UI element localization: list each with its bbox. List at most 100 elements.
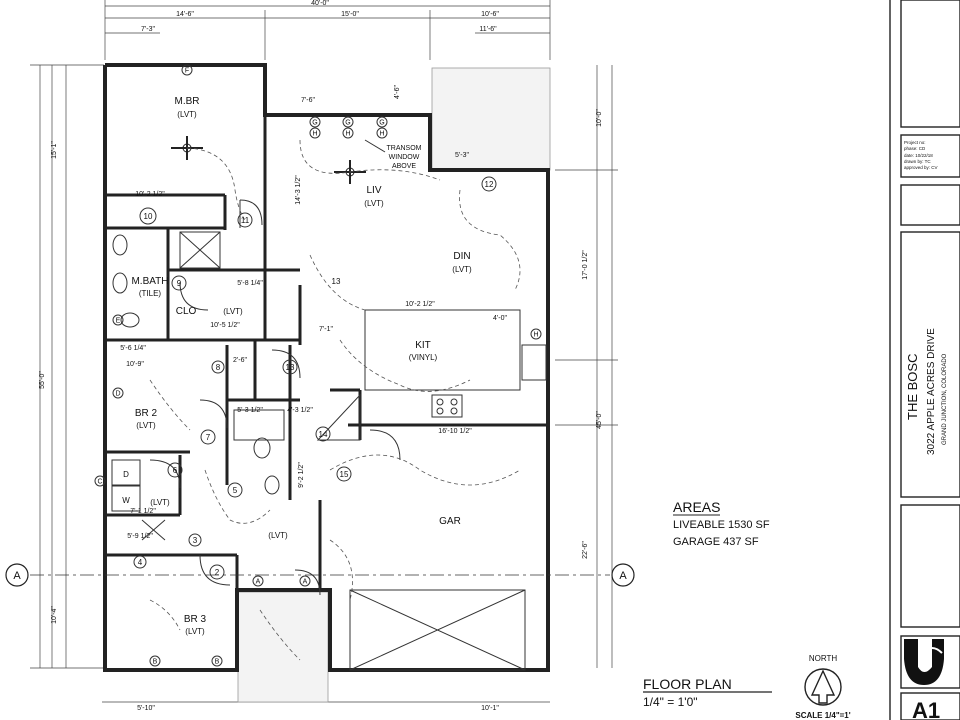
room-finish: (LVT) [223, 307, 243, 316]
svg-text:5'-3 1/2": 5'-3 1/2" [237, 407, 263, 414]
dim-left-upper: 15'-1" [51, 141, 58, 159]
room-label-bedroom-2: BR 2 [135, 408, 158, 419]
svg-text:10'-1": 10'-1" [481, 705, 499, 712]
svg-text:2'-6": 2'-6" [233, 357, 247, 364]
dim-right-upper: 10'-0" [596, 109, 603, 127]
areas-block: AREAS LIVEABLE 1530 SF GARAGE 437 SF [673, 499, 770, 548]
interior-walls [103, 115, 548, 590]
range-fixture [431, 394, 463, 418]
svg-text:6: 6 [173, 466, 178, 475]
svg-text:H: H [312, 131, 317, 138]
plan-title-block: FLOOR PLAN 1/4" = 1'0" [643, 676, 772, 709]
svg-text:5: 5 [233, 486, 238, 495]
svg-text:D: D [115, 391, 120, 398]
interior-dimensions: 10'-2 1/2" 5'-8 1/4" 10'-5 1/2" 10'-9" 5… [120, 85, 507, 712]
svg-text:Project no:: Project no: [904, 140, 926, 145]
fixtures: D W [111, 231, 547, 541]
project-name: THE BOSC [905, 354, 920, 420]
room-tag: 6 [167, 462, 183, 478]
toilet-fixture [253, 437, 271, 459]
window-tag: B [149, 655, 161, 667]
dim-top-right-small: 11'-6" [479, 26, 497, 33]
areas-heading: AREAS [673, 499, 720, 515]
dimension-lines [30, 0, 618, 703]
room-finish: (LVT) [136, 421, 156, 430]
svg-text:A: A [13, 570, 21, 582]
svg-text:12: 12 [485, 180, 494, 189]
window-tag: B [211, 655, 223, 667]
svg-text:H: H [345, 131, 350, 138]
room-labels: M.BR (LVT) LIV (LVT) DIN (LVT) M.BATH (T… [131, 96, 472, 636]
svg-text:4'-3 1/2": 4'-3 1/2" [287, 407, 313, 414]
svg-text:5'-6 1/4": 5'-6 1/4" [120, 345, 146, 352]
svg-text:3: 3 [193, 536, 198, 545]
svg-text:B: B [153, 659, 158, 666]
window-tag: D [112, 387, 124, 399]
svg-text:5'-8 1/4": 5'-8 1/4" [237, 280, 263, 287]
plan-scale: 1/4" = 1'0" [643, 695, 698, 709]
light-fixture-icon: H [342, 127, 354, 139]
north-arrow-icon: NORTH SCALE 1/4"=1' [795, 654, 850, 720]
svg-text:10'-9": 10'-9" [126, 361, 144, 368]
svg-text:phase: CD: phase: CD [904, 146, 926, 151]
svg-text:10'-2 1/2": 10'-2 1/2" [405, 301, 435, 308]
hatch-areas [237, 67, 551, 703]
svg-text:14'-3 1/2": 14'-3 1/2" [295, 175, 302, 205]
dimension-labels: 40'-0" 14'-6" 15'-0" 10'-6" 7'-3" 11'-6"… [39, 0, 603, 624]
svg-text:B: B [215, 659, 220, 666]
svg-text:11: 11 [241, 216, 250, 225]
room-tag: 5 [227, 482, 243, 498]
areas-liveable: LIVEABLE 1530 SF [673, 519, 770, 531]
room-label-garage: GAR [439, 516, 461, 527]
svg-text:A: A [303, 579, 308, 586]
room-finish: (LVT) [452, 265, 472, 274]
svg-text:4: 4 [138, 558, 143, 567]
light-fixture-icon: G [309, 116, 321, 128]
room-label-master-bedroom: M.BR [175, 96, 200, 107]
overall-width-dim: 40'-0" [311, 0, 329, 7]
svg-text:8: 8 [216, 363, 221, 372]
kitchen-island [364, 309, 521, 391]
numbered-tags: 2 3 4 5 6 7 8 9 10 11 12 13 13 14 15 [133, 176, 497, 580]
window-tag: F [181, 64, 193, 76]
sink-fixture [112, 234, 128, 256]
door-swings [149, 199, 401, 596]
light-fixture-icon: H [309, 127, 321, 139]
areas-garage: GARAGE 437 SF [673, 536, 759, 548]
dim-left-lower: 10'-4" [51, 606, 58, 624]
room-label-closet: CLO [176, 306, 197, 317]
sink-fixture [112, 272, 128, 294]
dryer-label: D [123, 470, 129, 479]
svg-text:TRANSOM: TRANSOM [387, 145, 422, 152]
svg-text:approved by: CV: approved by: CV [904, 165, 938, 170]
window-tag: A [299, 575, 311, 587]
washer-fixture [111, 485, 141, 512]
svg-text:C: C [97, 479, 102, 486]
sheet-number: A1 [912, 698, 940, 720]
dim-top-left-small: 7'-3" [141, 26, 155, 33]
room-label-dining: DIN [453, 251, 470, 262]
north-scale: SCALE 1/4"=1' [795, 711, 850, 720]
room-finish: (LVT) [150, 498, 170, 507]
bathtub-fixture [233, 409, 285, 441]
svg-text:F: F [185, 68, 189, 75]
room-finish: (LVT) [268, 531, 288, 540]
room-tag: 14 [315, 426, 331, 442]
section-marker-left: A [5, 563, 29, 587]
svg-text:13: 13 [286, 363, 295, 372]
svg-text:13: 13 [332, 277, 341, 286]
room-label-bedroom-3: BR 3 [184, 614, 207, 625]
svg-text:G: G [379, 120, 384, 127]
room-tag: 9 [171, 275, 187, 291]
room-finish: (LVT) [177, 110, 197, 119]
room-tag: 3 [188, 533, 202, 547]
window-tag: A [252, 575, 264, 587]
room-finish: (LVT) [364, 199, 384, 208]
svg-text:H: H [533, 332, 538, 339]
svg-text:15: 15 [340, 470, 349, 479]
svg-text:4'-0": 4'-0" [493, 315, 507, 322]
stair-landing [316, 393, 361, 441]
svg-text:WINDOW: WINDOW [389, 154, 420, 161]
room-tag: 8 [211, 360, 225, 374]
